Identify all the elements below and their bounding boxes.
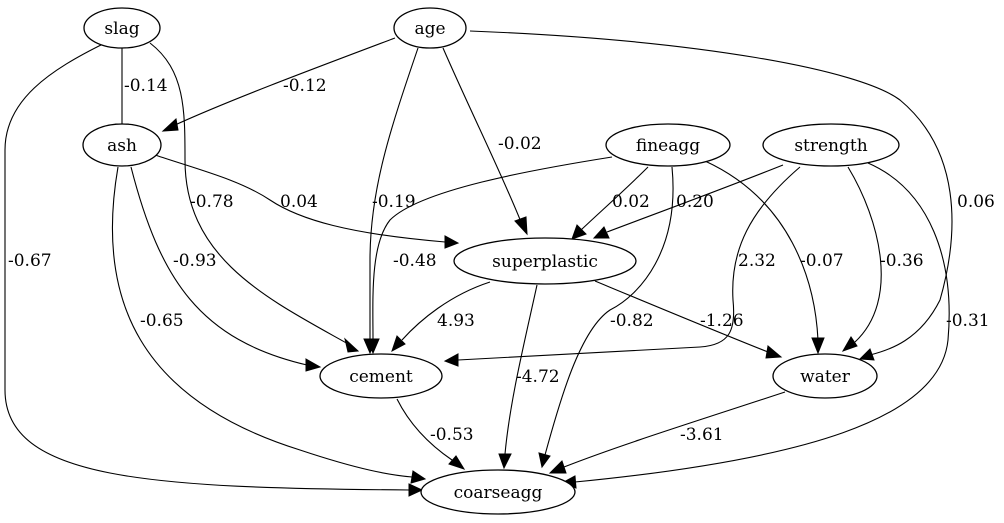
svg-text:strength: strength <box>794 136 867 156</box>
svg-text:ash: ash <box>107 136 137 156</box>
svg-text:fineagg: fineagg <box>636 136 700 156</box>
svg-text:0.02: 0.02 <box>612 192 650 212</box>
svg-text:-0.12: -0.12 <box>283 76 327 96</box>
edge-cement-coarseagg: -0.53 <box>396 398 474 470</box>
edge-fineagg-superplastic: 0.02 <box>571 166 650 240</box>
edge-ash-coarseagg: -0.65 <box>111 166 427 484</box>
svg-text:cement: cement <box>349 367 413 387</box>
svg-text:-0.53: -0.53 <box>430 425 474 445</box>
edge-age-ash: -0.12 <box>161 37 396 132</box>
svg-text:-0.07: -0.07 <box>800 251 844 271</box>
node-cement: cement <box>319 353 443 399</box>
edge-strength-cement: 2.32 <box>443 166 801 367</box>
edge-age-cement: -0.19 <box>363 47 419 355</box>
edge-fineagg-coarseagg: -0.82 <box>538 166 674 469</box>
svg-text:-0.78: -0.78 <box>190 192 234 212</box>
edge-slag-cement: -0.78 <box>149 42 360 353</box>
svg-text:age: age <box>414 19 445 39</box>
edge-slag-coarseagg: -0.67 <box>4 42 424 497</box>
node-fineagg: fineagg <box>605 123 731 167</box>
node-water: water <box>772 353 878 399</box>
svg-text:-0.65: -0.65 <box>140 311 184 331</box>
node-slag: slag <box>83 7 161 49</box>
edge-fineagg-water: -0.07 <box>704 160 844 355</box>
svg-text:0.04: 0.04 <box>280 192 318 212</box>
node-age: age <box>393 7 467 49</box>
svg-text:-1.26: -1.26 <box>700 311 744 331</box>
svg-text:-0.02: -0.02 <box>498 134 542 154</box>
edge-strength-water: -0.36 <box>841 166 924 352</box>
edge-strength-coarseagg: -0.31 <box>560 162 990 489</box>
svg-text:4.93: 4.93 <box>437 311 475 331</box>
edge-fineagg-cement: -0.48 <box>366 156 613 355</box>
edge-strength-superplastic: 0.20 <box>592 164 784 239</box>
node-strength: strength <box>762 123 900 167</box>
svg-text:superplastic: superplastic <box>492 252 598 272</box>
edge-age-water: 0.06 <box>469 30 995 361</box>
svg-text:-0.82: -0.82 <box>610 311 654 331</box>
edge-superplastic-water: -1.26 <box>594 280 783 359</box>
svg-text:-0.48: -0.48 <box>393 251 437 271</box>
svg-text:0.06: 0.06 <box>957 192 995 212</box>
node-superplastic: superplastic <box>453 237 637 285</box>
svg-text:-0.19: -0.19 <box>372 192 416 212</box>
svg-text:water: water <box>800 367 851 387</box>
svg-text:0.20: 0.20 <box>676 192 714 212</box>
svg-text:coarseagg: coarseagg <box>454 483 543 503</box>
edge-age-superplastic: -0.02 <box>442 47 542 236</box>
edge-superplastic-cement: 4.93 <box>391 281 491 353</box>
edge-ash-cement: -0.93 <box>130 166 322 372</box>
svg-text:-0.67: -0.67 <box>8 251 52 271</box>
svg-text:-0.36: -0.36 <box>880 251 924 271</box>
svg-text:-0.14: -0.14 <box>124 76 168 96</box>
svg-text:2.32: 2.32 <box>738 251 776 271</box>
edge-ash-superplastic: 0.04 <box>154 154 460 249</box>
svg-text:-3.61: -3.61 <box>680 425 724 445</box>
svg-text:-0.31: -0.31 <box>946 311 990 331</box>
node-ash: ash <box>82 123 162 167</box>
edge-superplastic-coarseagg: -4.72 <box>498 284 560 470</box>
svg-text:slag: slag <box>104 19 139 39</box>
node-coarseagg: coarseagg <box>420 469 576 515</box>
svg-text:-0.93: -0.93 <box>173 251 217 271</box>
edge-water-coarseagg: -3.61 <box>548 391 786 474</box>
svg-text:-4.72: -4.72 <box>516 367 560 387</box>
